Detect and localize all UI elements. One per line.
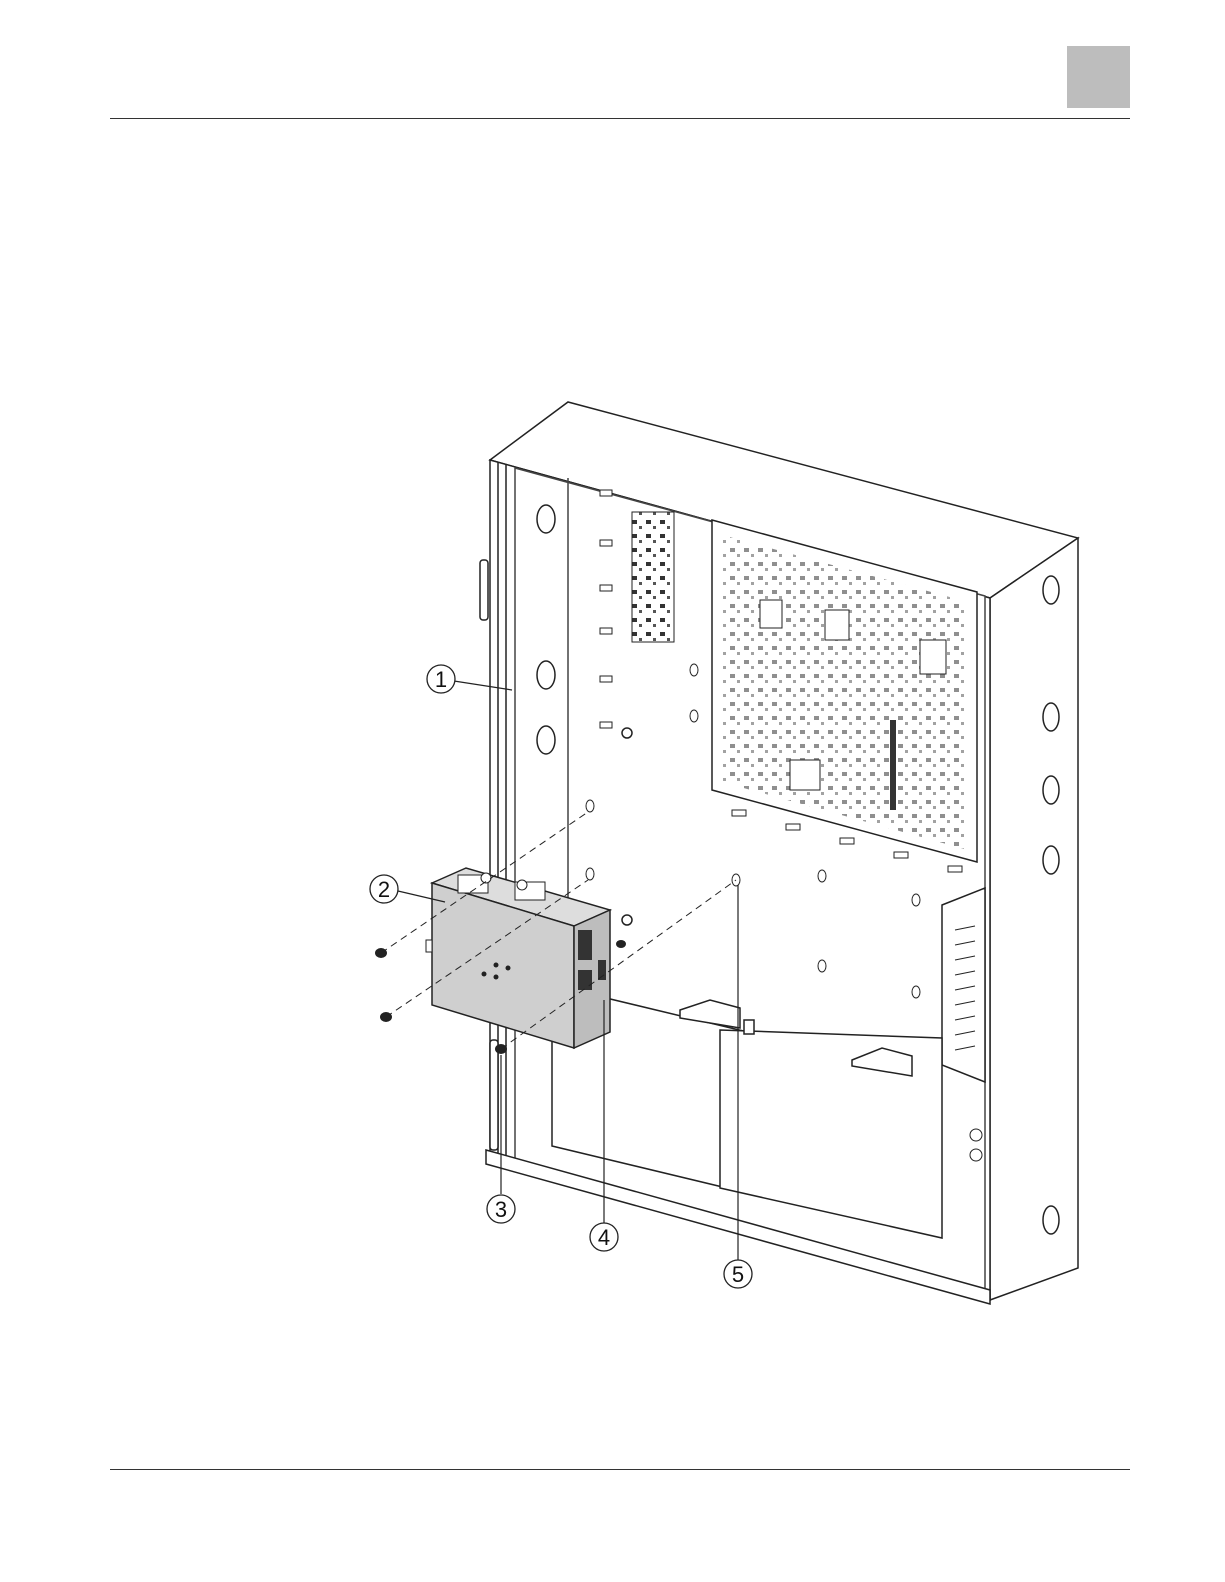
callout-3-label: 3 [495, 1197, 507, 1222]
callout-5-label: 5 [732, 1262, 744, 1287]
callout-2: 2 [370, 875, 398, 903]
callout-2-label: 2 [378, 877, 390, 902]
terminal-block [632, 512, 674, 642]
power-supply [942, 888, 985, 1082]
callout-4: 4 [590, 1223, 618, 1251]
callout-3: 3 [487, 1195, 515, 1223]
callout-1-label: 1 [435, 667, 447, 692]
callout-1: 1 [427, 665, 455, 693]
callout-4-label: 4 [598, 1225, 610, 1250]
callout-5: 5 [724, 1260, 752, 1288]
